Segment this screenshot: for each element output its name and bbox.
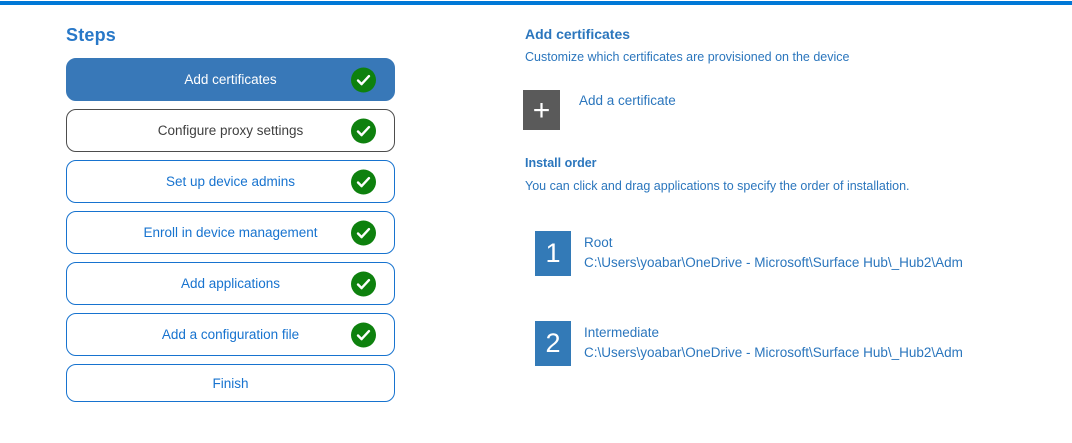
order-item-text: Intermediate C:\Users\yoabar\OneDrive - …: [584, 321, 963, 363]
install-order-description: You can click and drag applications to s…: [525, 179, 910, 193]
certificate-path: C:\Users\yoabar\OneDrive - Microsoft\Sur…: [584, 255, 963, 270]
step-button-finish[interactable]: Finish: [66, 364, 395, 402]
step-button-add-a-configuration-file[interactable]: Add a configuration file: [66, 313, 395, 356]
certificate-name: Root: [584, 235, 613, 250]
check-icon: [351, 220, 376, 245]
page-title: Add certificates: [525, 26, 631, 42]
step-button-set-up-device-admins[interactable]: Set up device admins: [66, 160, 395, 203]
order-item-text: Root C:\Users\yoabar\OneDrive - Microsof…: [584, 231, 963, 273]
step-button-add-applications[interactable]: Add applications: [66, 262, 395, 305]
certificate-name: Intermediate: [584, 325, 660, 340]
check-icon: [351, 169, 376, 194]
steps-sidebar: Steps Add certificates Configure proxy s…: [66, 25, 395, 410]
order-number-badge: 2: [535, 321, 571, 366]
install-order-title: Install order: [525, 156, 597, 170]
plus-icon: +: [523, 90, 560, 130]
check-icon: [351, 271, 376, 296]
add-certificate-label: Add a certificate: [579, 93, 676, 108]
order-number-badge: 1: [535, 231, 571, 276]
top-accent-bar: [0, 1, 1072, 5]
add-certificates-page: Add certificates Customize which certifi…: [523, 0, 1072, 443]
certificate-path: C:\Users\yoabar\OneDrive - Microsoft\Sur…: [584, 345, 963, 360]
step-label: Set up device admins: [165, 174, 296, 189]
step-button-enroll-in-device-management[interactable]: Enroll in device management: [66, 211, 395, 254]
check-icon: [351, 322, 376, 347]
page-subtitle: Customize which certificates are provisi…: [525, 50, 850, 64]
step-label: Configure proxy settings: [157, 123, 304, 138]
check-icon: [351, 118, 376, 143]
install-order-item-root[interactable]: 1 Root C:\Users\yoabar\OneDrive - Micros…: [535, 231, 963, 276]
steps-panel-title: Steps: [66, 25, 117, 45]
step-label: Add a configuration file: [161, 327, 300, 342]
step-label: Finish: [212, 375, 249, 391]
step-label: Add certificates: [184, 72, 277, 87]
step-label: Add applications: [180, 276, 281, 291]
step-button-add-certificates[interactable]: Add certificates: [66, 58, 395, 101]
check-icon: [351, 67, 376, 92]
add-certificate-button[interactable]: + Add a certificate: [523, 90, 676, 130]
step-label: Enroll in device management: [143, 225, 318, 240]
step-button-configure-proxy-settings[interactable]: Configure proxy settings: [66, 109, 395, 152]
install-order-item-intermediate[interactable]: 2 Intermediate C:\Users\yoabar\OneDrive …: [535, 321, 963, 366]
